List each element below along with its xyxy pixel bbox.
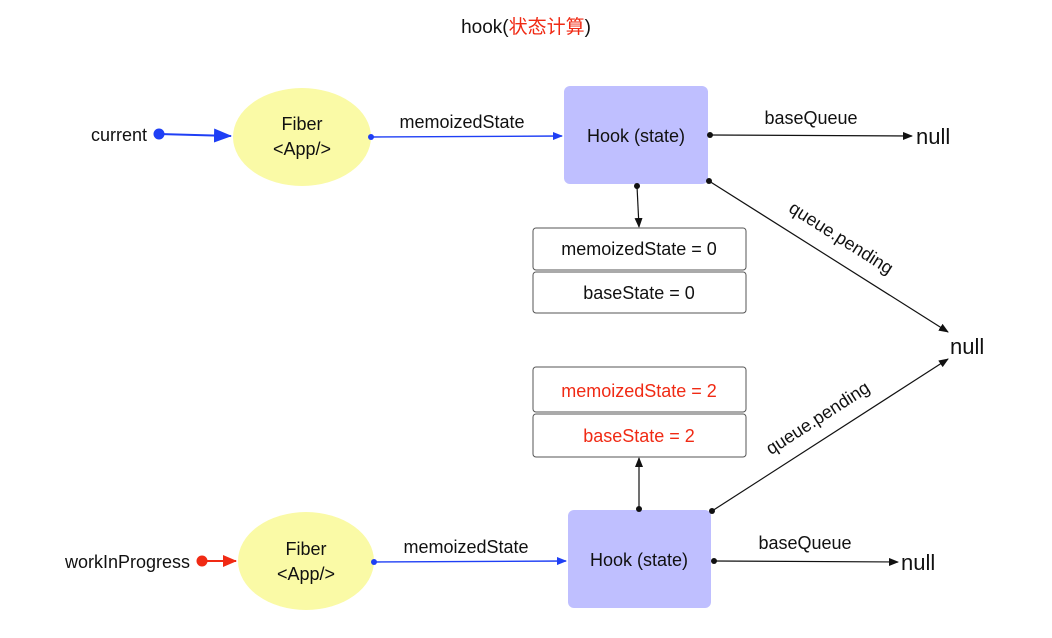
- wip-base-state-box: [532, 413, 747, 458]
- current-state-edge: [634, 185, 643, 228]
- wip-memoized-state-value: memoizedState = 2: [561, 381, 717, 401]
- current-base-state-box: [532, 271, 747, 314]
- diagram-title: hook(状态计算): [461, 16, 591, 38]
- current-label: current: [91, 125, 147, 145]
- current-base-state-value: baseState = 0: [583, 283, 695, 303]
- current-fiber-title: Fiber: [281, 114, 322, 134]
- wip-memoized-state-box: [532, 366, 747, 413]
- current-memoized-state-value: memoizedState = 0: [561, 239, 717, 259]
- wip-fiber-subtitle: <App/>: [277, 564, 335, 584]
- current-basequeue-edge: [709, 131, 913, 140]
- current-basequeue-label: baseQueue: [764, 108, 857, 128]
- wip-hook-node: [568, 510, 711, 608]
- current-hook-node: [564, 86, 708, 184]
- wip-base-state-value: baseState = 2: [583, 426, 695, 446]
- current-memoized-edge: [370, 132, 563, 141]
- shared-null: null: [950, 334, 984, 359]
- wip-basequeue-label: baseQueue: [758, 533, 851, 553]
- wip-basequeue-null: null: [901, 550, 935, 575]
- wip-basequeue-edge: [713, 557, 899, 566]
- current-fiber-subtitle: <App/>: [273, 139, 331, 159]
- current-pointer-arrow: [158, 128, 232, 143]
- wip-memoized-edge: [373, 557, 567, 566]
- current-queue-edge: [708, 180, 949, 333]
- wip-fiber-title: Fiber: [285, 539, 326, 559]
- wip-queue-edge: [711, 358, 949, 512]
- wip-fiber-node: [238, 512, 374, 610]
- current-memoized-state-box: [532, 227, 747, 271]
- wip-label: workInProgress: [64, 552, 190, 572]
- current-fiber-node: [233, 88, 371, 186]
- current-queue-label: queue.pending: [786, 198, 897, 279]
- current-memoized-label: memoizedState: [399, 112, 524, 132]
- current-hook-label: Hook (state): [587, 126, 685, 146]
- wip-hook-label: Hook (state): [590, 550, 688, 570]
- wip-memoized-label: memoizedState: [403, 537, 528, 557]
- current-basequeue-null: null: [916, 124, 950, 149]
